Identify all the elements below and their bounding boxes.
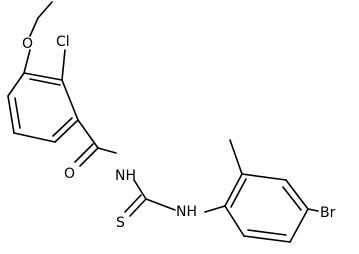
bond-ring2-c (285, 179, 309, 210)
bond-co-a (79, 147, 99, 167)
bond-c-nh1 (97, 147, 117, 154)
bond-cs-nh2 (145, 198, 176, 211)
bond-ring2-d (289, 208, 309, 243)
bond-ring1-f (7, 72, 25, 97)
bond-ring1-e-inner (14, 97, 21, 129)
bond-ring2-e-inner (247, 229, 287, 236)
bond-ring1-a (23, 72, 63, 81)
bond-ethyl-ch3 (37, 1, 53, 19)
atom-label-bromine: Br (320, 205, 336, 221)
bond-ring2-b (241, 173, 287, 181)
bond-ring2-e (243, 235, 291, 243)
bond-co-b (74, 143, 94, 163)
bond-ring2-br (307, 208, 319, 212)
bond-ring2-a (224, 173, 243, 207)
atom-label-sulfur: S (116, 215, 125, 231)
bond-ethyl-ch2-o (29, 17, 39, 37)
atom-label-ether-oxygen: O (22, 36, 33, 52)
bond-cs-b (124, 194, 142, 213)
bond-nh2-ring (204, 205, 226, 213)
bond-ring-cl (61, 49, 66, 81)
bond-ring2-methyl (229, 139, 243, 175)
bond-ring1-d (13, 132, 56, 143)
atom-label-chlorine: Cl (56, 34, 70, 50)
bond-ring1-b (61, 79, 79, 121)
bond-ring1-c (54, 119, 79, 143)
bond-ring-carbonyl (77, 119, 99, 149)
atom-label-aniline-nh: NH (176, 204, 197, 220)
bond-ring2-a-inner (230, 178, 247, 208)
bond-ring1-a-inner (29, 78, 61, 86)
atom-label-amide-nh: NH (115, 168, 136, 184)
bond-nh1-cs (133, 179, 147, 200)
bond-cs-a (129, 198, 147, 217)
bonds (7, 1, 319, 243)
bond-ring1-c-inner (52, 117, 73, 137)
bond-ring2-f (224, 205, 245, 237)
atom-labels: O Cl O NH S NH Br (22, 34, 336, 231)
bond-o-ring (23, 49, 31, 74)
bond-ring2-c-inner (282, 186, 302, 211)
atom-label-carbonyl-oxygen: O (64, 166, 75, 182)
bond-ring1-e (7, 95, 15, 134)
